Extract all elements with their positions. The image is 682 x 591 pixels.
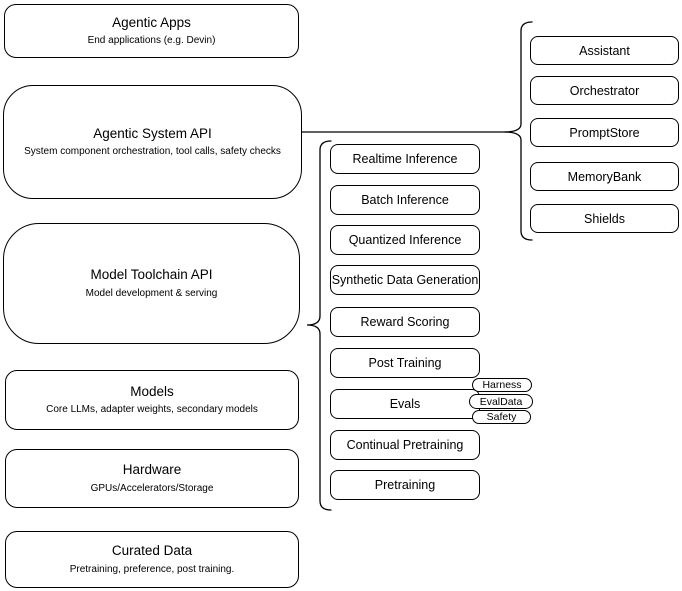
node-subtitle: Model development & serving xyxy=(85,287,218,299)
node-promptstore: PromptStore xyxy=(530,118,679,147)
node-reward-scoring: Reward Scoring xyxy=(330,307,480,337)
node-realtime-inference: Realtime Inference xyxy=(330,144,480,174)
pill-evals-evaldata: EvalData xyxy=(469,394,533,409)
node-title: Curated Data xyxy=(111,543,193,559)
node-post-training: Post Training xyxy=(330,348,480,378)
node-synthetic-data-generation: Synthetic Data Generation xyxy=(330,265,480,295)
pill-evals-safety: Safety xyxy=(472,410,531,424)
node-title: Agentic System API xyxy=(93,125,212,141)
node-shields: Shields xyxy=(530,204,679,233)
system-components-brace xyxy=(503,21,533,241)
node-title: Hardware xyxy=(122,462,182,478)
node-title: Models xyxy=(130,383,174,399)
node-title: Model Toolchain API xyxy=(90,267,213,283)
node-orchestrator: Orchestrator xyxy=(530,76,679,105)
node-quantized-inference: Quantized Inference xyxy=(330,225,480,255)
node-batch-inference: Batch Inference xyxy=(330,185,480,215)
pill-evals-harness: Harness xyxy=(472,378,532,392)
node-subtitle: Core LLMs, adapter weights, secondary mo… xyxy=(46,404,258,416)
node-model-toolchain-api: Model Toolchain API Model development & … xyxy=(3,223,300,344)
node-subtitle: GPUs/Accelerators/Storage xyxy=(90,482,214,494)
node-title: Agentic Apps xyxy=(112,14,191,30)
node-subtitle: End applications (e.g. Devin) xyxy=(87,35,216,47)
node-agentic-apps: Agentic Apps End applications (e.g. Devi… xyxy=(4,4,299,58)
node-models: Models Core LLMs, adapter weights, secon… xyxy=(5,370,299,430)
node-curated-data: Curated Data Pretraining, preference, po… xyxy=(5,531,299,588)
node-continual-pretraining: Continual Pretraining xyxy=(330,430,480,460)
node-evals: Evals xyxy=(330,389,480,419)
node-memorybank: MemoryBank xyxy=(530,162,679,191)
toolchain-brace xyxy=(306,140,332,511)
node-subtitle: System component orchestration, tool cal… xyxy=(24,146,281,158)
node-subtitle: Pretraining, preference, post training. xyxy=(69,563,235,575)
node-assistant: Assistant xyxy=(530,36,679,65)
node-hardware: Hardware GPUs/Accelerators/Storage xyxy=(5,449,299,508)
node-pretraining: Pretraining xyxy=(330,470,480,500)
node-agentic-system-api: Agentic System API System component orch… xyxy=(3,85,302,199)
